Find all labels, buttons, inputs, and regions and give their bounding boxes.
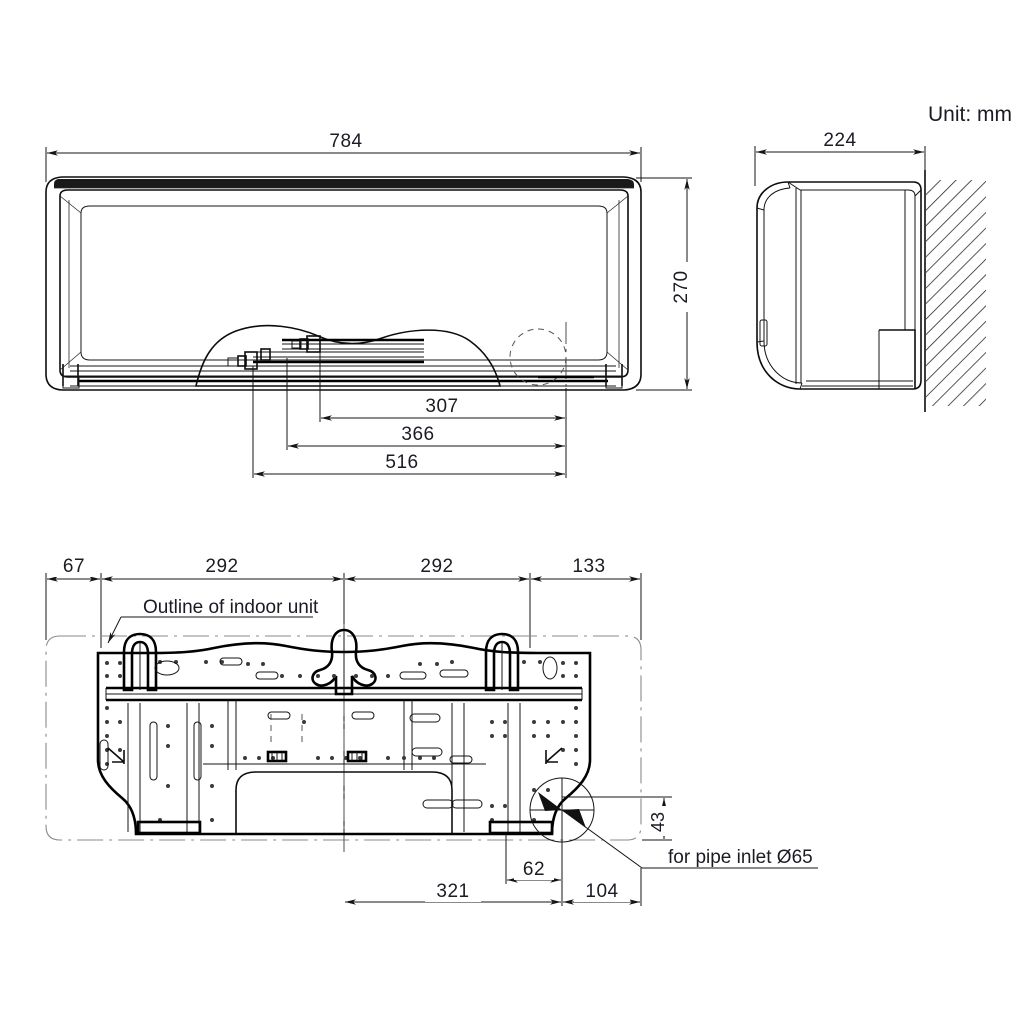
indoor-unit-outline [45,635,642,841]
mp-dim-104: 104 [585,881,618,902]
front-dim-366: 366 [401,424,434,445]
unit-note: Unit: mm [928,103,1012,126]
plate-feet [136,820,554,835]
front-width-dimension: 784 [45,130,642,182]
pipe-inlet-detail: for pipe inlet Ø65 [529,777,818,869]
front-width-value: 784 [329,131,362,152]
mounting-plate-body [96,628,592,836]
mp-dim-104-group: 104 [563,868,642,906]
front-discharge-louver [70,365,616,387]
side-depth-dimension: 224 [754,129,926,186]
mp-dim-321-group: 321 [345,880,561,905]
plate-stiffeners [127,700,521,832]
plate-mounting-holes [105,660,578,822]
front-pipe-assembly [227,335,424,370]
mp-dim-62: 62 [523,859,545,880]
mp-dim-321: 321 [436,881,469,902]
front-pipe-dimensions: 307 366 516 [252,352,567,478]
side-view: 224 [754,129,986,412]
front-height-dimension: 270 [636,177,698,391]
pipe-inlet-callout-text: for pipe inlet Ø65 [668,847,813,868]
wall-hatch [924,170,986,412]
front-height-value: 270 [671,270,692,303]
front-view: 784 270 [45,130,698,478]
front-knockout-detail [509,322,594,392]
side-depth-value: 224 [823,130,856,151]
mp-dim-292-left: 292 [205,556,238,577]
front-dim-307: 307 [425,396,458,417]
mp-dim-133: 133 [572,556,605,577]
front-dim-516: 516 [385,452,418,473]
plate-fold-lines [270,714,303,746]
mounting-plate-view: 67 292 292 133 Outline of indoor unit [45,555,818,906]
plate-hooks [122,628,520,696]
mp-dim-62-group: 62 [505,812,563,906]
outline-callout-text: Outline of indoor unit [143,597,319,618]
mp-dim-292-right: 292 [420,556,453,577]
plate-slots [99,656,558,809]
outline-callout: Outline of indoor unit [107,597,319,644]
mp-dim-67: 67 [63,556,85,577]
mp-dim-43: 43 [648,812,668,832]
mp-dim-43-group: 43 [562,796,675,841]
plate-orientation-marks [107,747,563,764]
plate-tabs [266,750,368,763]
